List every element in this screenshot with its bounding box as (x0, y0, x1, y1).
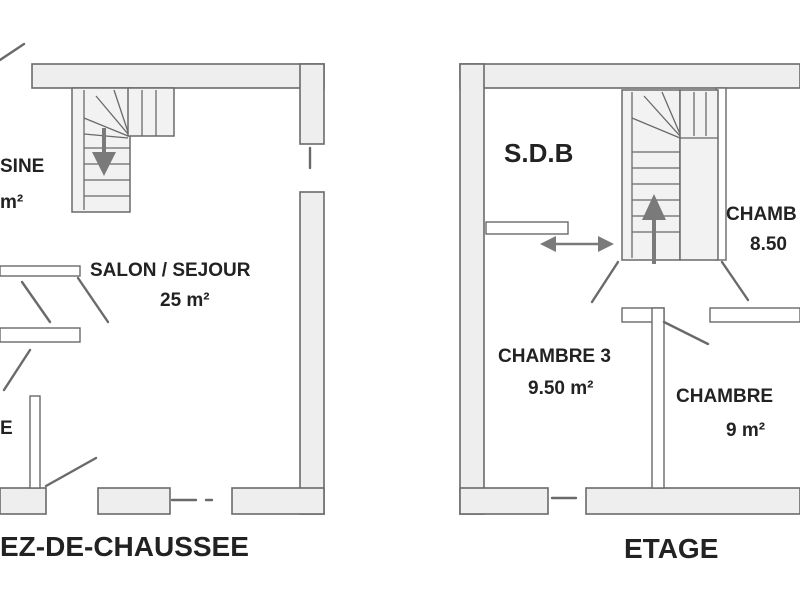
upper-left-wall (459, 63, 485, 515)
upper-door-swing-2 (720, 260, 750, 302)
ground-top-wall (31, 63, 325, 89)
arrow-left-icon (540, 236, 556, 252)
upper-floor-plan: S.D.B CHAMBRE 3 9.50 m² CHAMB 8.50 CHAMB… (459, 63, 800, 564)
ground-partition-2 (0, 327, 81, 343)
ground-partition-1 (0, 265, 81, 277)
living-room-label: SALON / SEJOUR (90, 260, 251, 281)
upper-door-swing-1 (590, 260, 620, 304)
ground-bottom-wall-mid (97, 487, 171, 515)
ground-bottom-wall-left (0, 487, 47, 515)
bedroom3-label: CHAMBRE 3 (498, 346, 611, 367)
arrow-down-icon (92, 152, 116, 176)
ground-partition-vertical (29, 395, 41, 489)
upper-staircase (621, 89, 719, 264)
bedroom-top-right-label: CHAMB (726, 204, 797, 225)
arrow-up-icon (642, 194, 666, 220)
ground-right-wall-upper (299, 63, 325, 145)
upper-bottom-wall-right (585, 487, 800, 515)
ground-bottom-wall-right (231, 487, 325, 515)
ground-staircase (71, 87, 175, 213)
living-room-area: 25 m² (160, 290, 210, 311)
upper-door-swing-3 (662, 320, 710, 346)
upper-top-wall (459, 63, 800, 89)
ground-floor-plan: SINE m² SALON / SEJOUR 25 m² E EZ-DE-CHA… (0, 42, 325, 562)
bedroom3-area: 9.50 m² (528, 378, 593, 399)
bedroom-partition-vertical (651, 307, 665, 489)
kitchen-label: SINE (0, 156, 44, 177)
double-arrow (540, 236, 614, 252)
ground-right-wall-lower (299, 191, 325, 515)
bedroom-top-right-area: 8.50 (750, 234, 787, 255)
bedroom-partition-right (709, 307, 800, 323)
bathroom-label: S.D.B (504, 138, 573, 168)
bedroom-bottom-right-area: 9 m² (726, 420, 765, 441)
bedroom-bottom-right-label: CHAMBRE (676, 386, 773, 407)
ground-door-swing-1 (20, 280, 52, 324)
ground-door-swing-4 (44, 456, 98, 488)
upper-stair-flight (621, 89, 681, 261)
stair-flight-horizontal (127, 87, 175, 137)
stair-flight-vertical (71, 87, 131, 213)
sdb-partition (485, 221, 569, 235)
ground-floor-title: EZ-DE-CHAUSSEE (0, 531, 249, 562)
kitchen-area: m² (0, 192, 23, 213)
ground-door-swing-5 (0, 42, 26, 62)
left-room-partial-label: E (0, 418, 13, 439)
ground-door-swing-3 (2, 348, 32, 392)
arrow-right-icon (598, 236, 614, 252)
upper-bottom-wall-left (459, 487, 549, 515)
ground-door-swing-2 (76, 276, 110, 324)
upper-floor-title: ETAGE (624, 533, 718, 564)
upper-stair-landing (679, 89, 719, 261)
